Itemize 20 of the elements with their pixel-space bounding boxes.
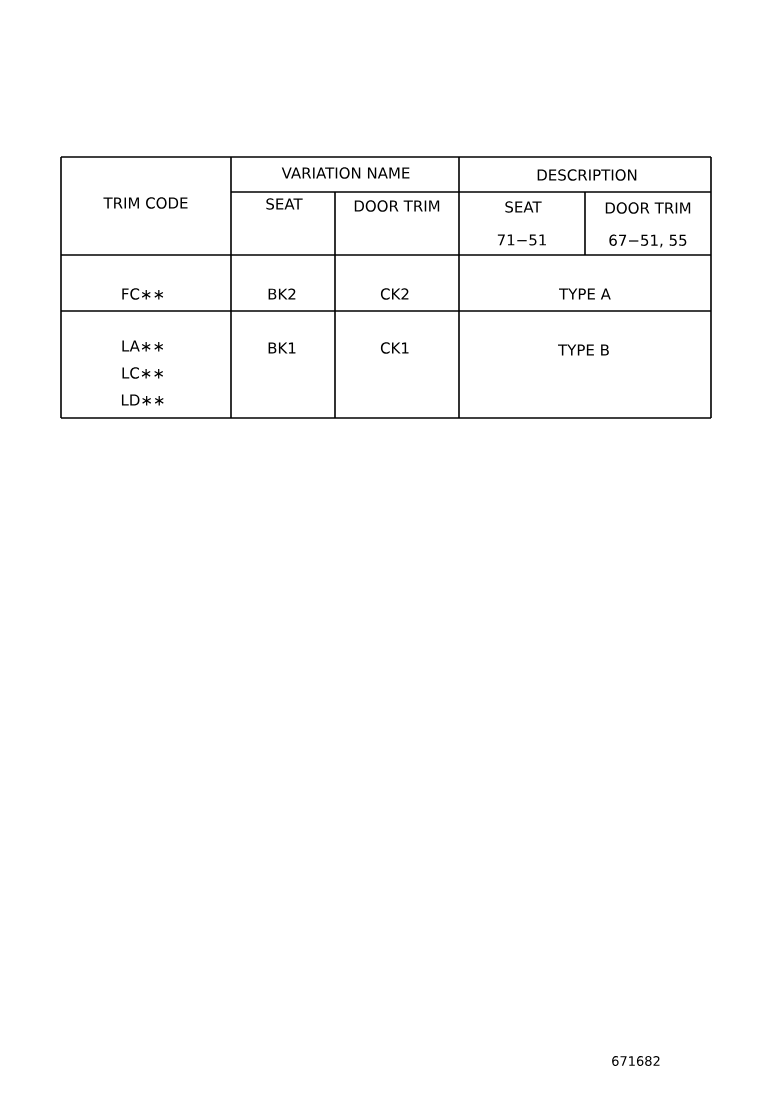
trim-code: LC∗∗	[122, 367, 164, 379]
column-header: SEAT	[505, 201, 542, 213]
column-header: SEAT	[266, 198, 303, 210]
trim-code: FC∗∗	[122, 288, 164, 300]
cell-text: BK2	[268, 288, 296, 300]
column-header: VARIATION NAME	[281, 167, 410, 179]
trim-code: LA∗∗	[122, 340, 164, 352]
figure-number: 671682	[612, 1056, 660, 1066]
column-header: DESCRIPTION	[537, 169, 637, 181]
cell-text: TYPE B	[558, 344, 609, 356]
trim-code: LD∗∗	[121, 394, 164, 406]
column-header: DOOR TRIM	[605, 202, 691, 214]
cell-text: CK1	[380, 342, 409, 354]
column-header: TRIM CODE	[103, 197, 188, 209]
cell-text: 71−51	[497, 234, 546, 246]
column-header: DOOR TRIM	[354, 200, 440, 212]
cell-text: 67−51, 55	[609, 234, 687, 248]
cell-text: BK1	[268, 342, 296, 354]
cell-text: CK2	[380, 288, 409, 300]
cell-text: TYPE A	[559, 288, 611, 300]
